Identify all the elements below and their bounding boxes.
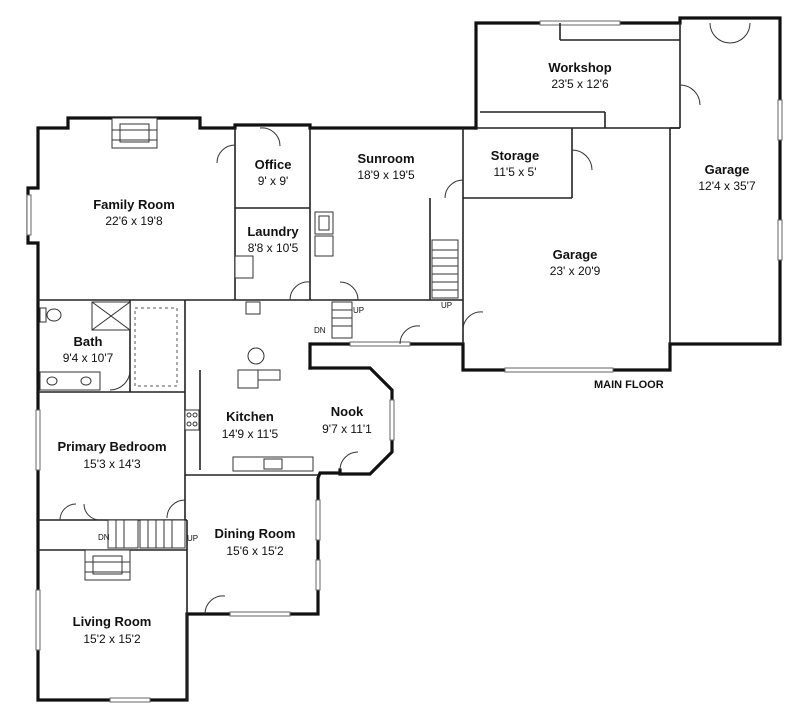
svg-text:Primary Bedroom: Primary Bedroom [57,439,166,454]
svg-text:Family Room: Family Room [93,197,175,212]
room-label-nook: Nook 9'7 x 11'1 [322,404,372,436]
room-label-primary-bedroom: Primary Bedroom 15'3 x 14'3 [57,439,166,471]
svg-text:Office: Office [255,157,292,172]
room-label-kitchen: Kitchen 14'9 x 11'5 [222,409,279,441]
room-label-garage-main: Garage 23' x 20'9 [550,247,601,278]
svg-text:Dining Room: Dining Room [215,526,296,541]
bath-fixtures [39,301,178,391]
svg-text:Bath: Bath [74,334,103,349]
room-label-bath: Bath 9'4 x 10'7 [63,334,114,365]
svg-text:Kitchen: Kitchen [226,409,274,424]
svg-text:15'2 x 15'2: 15'2 x 15'2 [83,632,141,646]
svg-text:23' x 20'9: 23' x 20'9 [550,264,601,278]
door-swings [59,22,751,615]
room-label-living-room: Living Room 15'2 x 15'2 [73,614,152,646]
svg-text:Workshop: Workshop [548,60,611,75]
appliances [184,211,334,472]
stairs-bedroom [107,519,186,549]
svg-text:Nook: Nook [331,404,364,419]
stair-up-label: UP [441,301,452,310]
interior-walls [38,23,681,700]
room-label-sunroom: Sunroom 18'9 x 19'5 [357,151,415,182]
fireplace-icon [111,117,158,149]
windows [26,20,783,703]
stairs-garage [431,239,459,299]
svg-text:15'6 x 15'2: 15'6 x 15'2 [226,544,284,558]
room-label-storage: Storage 11'5 x 5' [491,148,539,179]
room-label-office: Office 9' x 9' [255,157,292,188]
stair-up-label: UP [353,306,364,315]
svg-text:9'4 x 10'7: 9'4 x 10'7 [63,351,114,365]
svg-text:Garage: Garage [553,247,598,262]
room-label-workshop: Workshop 23'5 x 12'6 [548,60,611,91]
room-label-laundry: Laundry 8'8 x 10'5 [247,224,299,255]
stair-up-label: UP [187,534,198,543]
svg-text:23'5 x 12'6: 23'5 x 12'6 [551,77,609,91]
svg-text:Living Room: Living Room [73,614,152,629]
svg-text:Laundry: Laundry [247,224,299,239]
svg-text:9'7 x 11'1: 9'7 x 11'1 [322,422,372,436]
room-label-garage-side: Garage 12'4 x 35'7 [698,162,756,193]
svg-text:18'9 x 19'5: 18'9 x 19'5 [357,168,415,182]
svg-text:14'9 x 11'5: 14'9 x 11'5 [222,427,279,441]
svg-text:Garage: Garage [705,162,750,177]
svg-text:22'6 x 19'8: 22'6 x 19'8 [105,214,163,228]
fireplace-icon [84,549,131,581]
svg-text:Storage: Storage [491,148,539,163]
svg-text:11'5 x 5': 11'5 x 5' [493,165,536,179]
stairs-sunroom [331,301,353,339]
svg-text:12'4 x 35'7: 12'4 x 35'7 [698,179,756,193]
stair-down-label: DN [98,533,110,542]
room-label-family-room: Family Room 22'6 x 19'8 [93,197,175,228]
stair-down-label: DN [314,326,326,335]
svg-text:15'3 x 14'3: 15'3 x 14'3 [83,457,141,471]
svg-text:9' x 9': 9' x 9' [258,174,289,188]
plan-label: MAIN FLOOR [594,379,664,391]
svg-text:Sunroom: Sunroom [357,151,414,166]
svg-text:8'8 x 10'5: 8'8 x 10'5 [248,241,299,255]
room-label-dining-room: Dining Room 15'6 x 15'2 [215,526,296,558]
